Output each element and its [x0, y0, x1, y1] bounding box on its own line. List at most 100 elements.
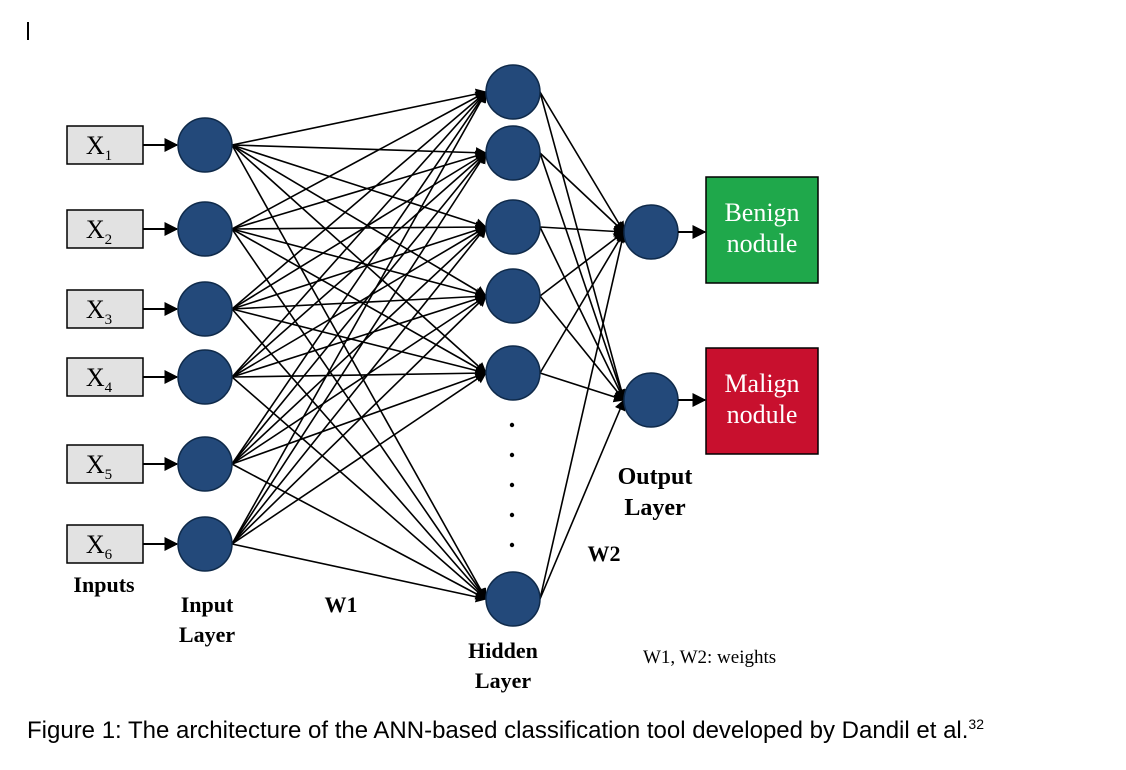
w2-edge-5-1 [539, 231, 625, 374]
neurons [177, 64, 679, 627]
input-label-subscript: 3 [105, 312, 113, 328]
w1-edge-4-6 [231, 376, 487, 600]
w1-edge-1-2 [231, 144, 488, 159]
w1-edge-5-3 [231, 226, 487, 465]
w1-edge-1-6 [231, 144, 487, 600]
weights-note: W1, W2: weights [643, 647, 776, 668]
w1-edge-5-4 [231, 295, 487, 465]
caption-reference: 32 [968, 716, 984, 732]
figure-caption: Figure 1: The architecture of the ANN-ba… [27, 716, 984, 745]
input-layer-label-line1: Input [181, 592, 234, 617]
hidden-layer-label-line2: Layer [475, 668, 531, 693]
w1-edge-6-3 [231, 226, 487, 545]
input-neuron-2 [177, 201, 233, 257]
w1-edge-3-2 [231, 152, 487, 310]
w1-edge-6-2 [231, 152, 487, 545]
input-box-3 [66, 289, 144, 329]
w1-edge-2-2 [231, 150, 488, 230]
hidden-neuron-4 [485, 268, 541, 324]
w2-label: W2 [588, 541, 621, 566]
w1-edge-1-5 [231, 144, 487, 374]
hidden-ellipsis-dots [509, 422, 515, 548]
output-class-label-2-line1: Malign [724, 369, 799, 398]
w1-edge-1-1 [231, 88, 488, 146]
output-layer-label-line1: Output [618, 464, 693, 490]
hidden-neuron-1 [485, 64, 541, 120]
w2-edge-6-2 [539, 398, 626, 600]
input-label-2: X2 [86, 215, 112, 248]
w1-edge-2-5 [231, 228, 487, 374]
w1-edge-4-5 [231, 367, 488, 379]
weight-connections [231, 88, 628, 603]
hidden-layer-label-line1: Hidden [468, 638, 538, 663]
input-label-subscript: 1 [105, 148, 113, 164]
w2-edge-6-1 [539, 230, 628, 600]
output-class-box-1 [705, 176, 819, 284]
input-neuron-5 [177, 436, 233, 492]
inputs-label: Inputs [73, 572, 135, 597]
w1-edge-5-6 [231, 463, 487, 600]
w1-edge-1-4 [231, 144, 487, 297]
input-label-base: X [86, 363, 105, 392]
input-label-subscript: 2 [105, 232, 113, 248]
w1-edge-3-5 [231, 308, 488, 376]
w1-edge-6-6 [231, 543, 488, 603]
w1-label: W1 [325, 592, 358, 617]
w2-edge-3-2 [539, 226, 625, 402]
input-label-5: X5 [86, 450, 112, 483]
input-label-subscript: 6 [105, 547, 113, 563]
w1-edge-5-1 [231, 91, 487, 465]
input-layer-label-line2: Layer [179, 622, 235, 647]
w1-edge-4-1 [231, 91, 487, 378]
w1-edge-4-2 [231, 152, 487, 378]
w2-edge-3-1 [539, 225, 626, 237]
input-box-1 [66, 125, 144, 165]
hidden-neuron-3 [485, 199, 541, 255]
output-class-label-1-line1: Benign [724, 198, 799, 227]
w1-edge-2-6 [231, 228, 487, 600]
w1-edge-6-1 [231, 91, 487, 545]
hidden-neuron-2 [485, 125, 541, 181]
hidden-neuron-5 [485, 345, 541, 401]
input-box-5 [66, 444, 144, 484]
input-label-base: X [86, 215, 105, 244]
ellipsis-dot-2 [509, 452, 515, 458]
caption-text: Figure 1: The architecture of the ANN-ba… [27, 717, 969, 744]
input-label-1: X1 [86, 131, 112, 164]
w1-edge-2-4 [231, 228, 488, 299]
w1-edge-5-5 [231, 371, 488, 465]
ellipsis-dot-4 [509, 512, 515, 518]
ellipsis-dot-3 [509, 482, 515, 488]
w1-edge-5-2 [231, 152, 487, 465]
hidden-neuron-6 [485, 571, 541, 627]
w1-edge-3-3 [231, 224, 488, 310]
input-neuron-1 [177, 117, 233, 173]
output-class-label-2-line2: nodule [727, 400, 798, 429]
w2-edge-2-1 [539, 152, 625, 233]
output-class-box-2 [705, 347, 819, 455]
w1-edge-4-4 [231, 293, 488, 378]
w1-edge-3-6 [231, 308, 487, 600]
w1-edge-3-1 [231, 91, 487, 310]
input-neuron-4 [177, 349, 233, 405]
w2-edge-2-2 [539, 152, 627, 402]
input-neuron-6 [177, 516, 233, 572]
output-neuron-2 [623, 372, 679, 428]
output-layer-label-line2: Layer [624, 495, 686, 521]
w2-edge-5-2 [539, 372, 626, 403]
text-cursor [27, 22, 29, 40]
input-label-subscript: 5 [105, 467, 113, 483]
w1-edge-1-3 [231, 144, 488, 230]
input-label-base: X [86, 450, 105, 479]
w2-edge-1-1 [539, 91, 625, 233]
w1-edge-6-5 [231, 372, 487, 545]
input-label-base: X [86, 530, 105, 559]
input-neuron-3 [177, 281, 233, 337]
ellipsis-dot-5 [509, 542, 515, 548]
w2-edge-1-2 [539, 91, 627, 402]
output-class-label-1-line2: nodule [727, 229, 798, 258]
input-label-base: X [86, 295, 105, 324]
